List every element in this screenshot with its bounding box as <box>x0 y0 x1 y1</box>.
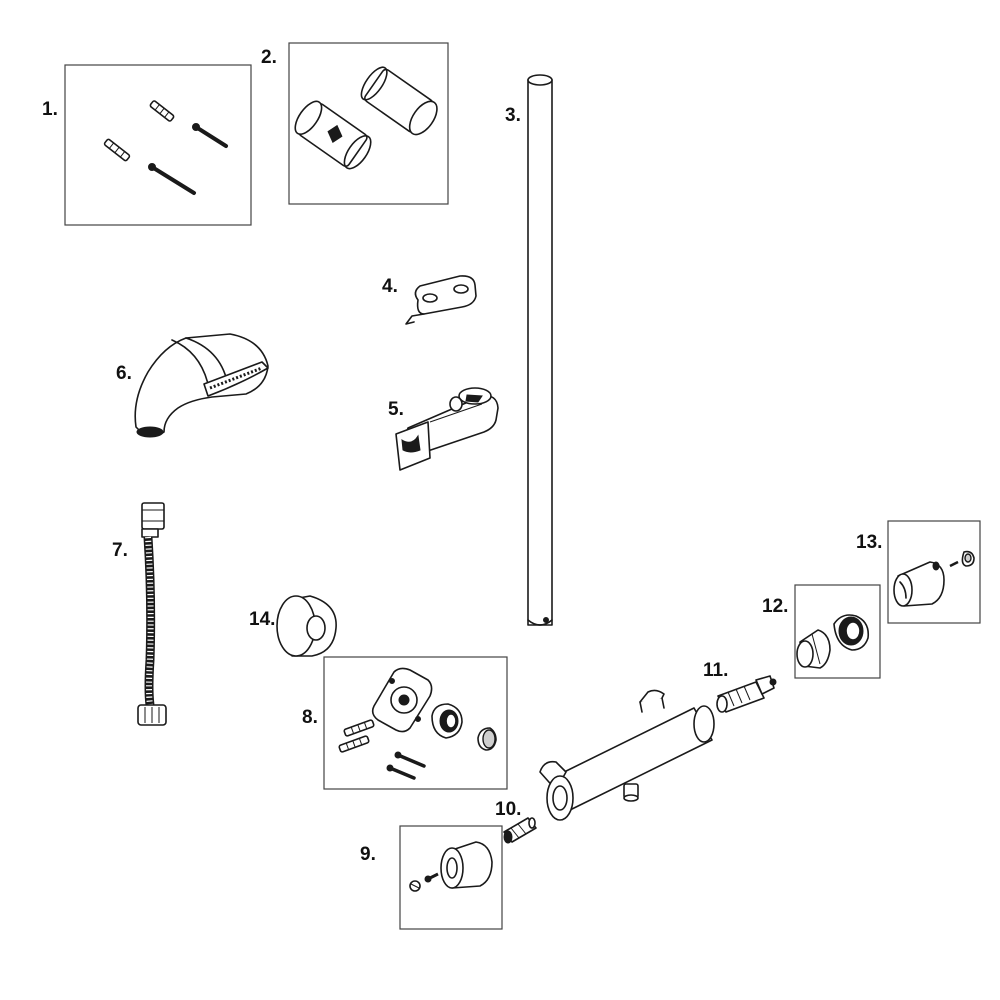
part-7-shower-hose <box>137 502 167 726</box>
part-label-10: 10. <box>495 799 521 820</box>
part-3-slide-rail <box>527 74 553 626</box>
part-13-flow-handle <box>893 550 975 607</box>
part-1-box <box>64 64 252 226</box>
part-6-hand-shower <box>134 333 269 438</box>
part-11-thermostatic-cartridge <box>716 675 777 713</box>
part-2-box <box>288 42 449 205</box>
part-label-3: 3. <box>505 105 521 126</box>
part-5-slider <box>395 387 499 471</box>
part-label-2: 2. <box>261 47 277 68</box>
part-14-wall-flange <box>276 595 337 657</box>
part-2-end-caps <box>294 66 438 170</box>
part-9-temperature-handle <box>409 841 493 892</box>
part-9-box <box>399 825 503 930</box>
part-10-flow-cartridge <box>503 817 537 844</box>
part-label-7: 7. <box>112 540 128 561</box>
part-13-box <box>887 520 981 624</box>
part-label-6: 6. <box>116 363 132 384</box>
part-label-9: 9. <box>360 844 376 865</box>
part-1-plugs-and-screws <box>103 100 228 195</box>
part-label-11: 11. <box>703 660 728 681</box>
wall-plug-icon <box>149 100 175 122</box>
part-label-5: 5. <box>388 399 404 420</box>
wall-plug-icon <box>103 138 131 162</box>
screw-icon <box>148 163 196 195</box>
part-label-14: 14. <box>249 609 275 630</box>
part-12-box <box>794 584 881 679</box>
screw-icon <box>192 123 228 148</box>
part-label-12: 12. <box>762 596 788 617</box>
part-12-nut-and-bushing <box>796 614 870 669</box>
part-8-box <box>323 656 508 790</box>
part-label-4: 4. <box>382 276 398 297</box>
part-label-8: 8. <box>302 707 318 728</box>
part-label-13: 13. <box>856 532 882 553</box>
part-8-wall-bracket-kit <box>338 667 497 780</box>
part-label-1: 1. <box>42 99 58 120</box>
part-4-rail-bracket <box>405 275 477 325</box>
thermostatic-mixer-body <box>539 689 715 821</box>
